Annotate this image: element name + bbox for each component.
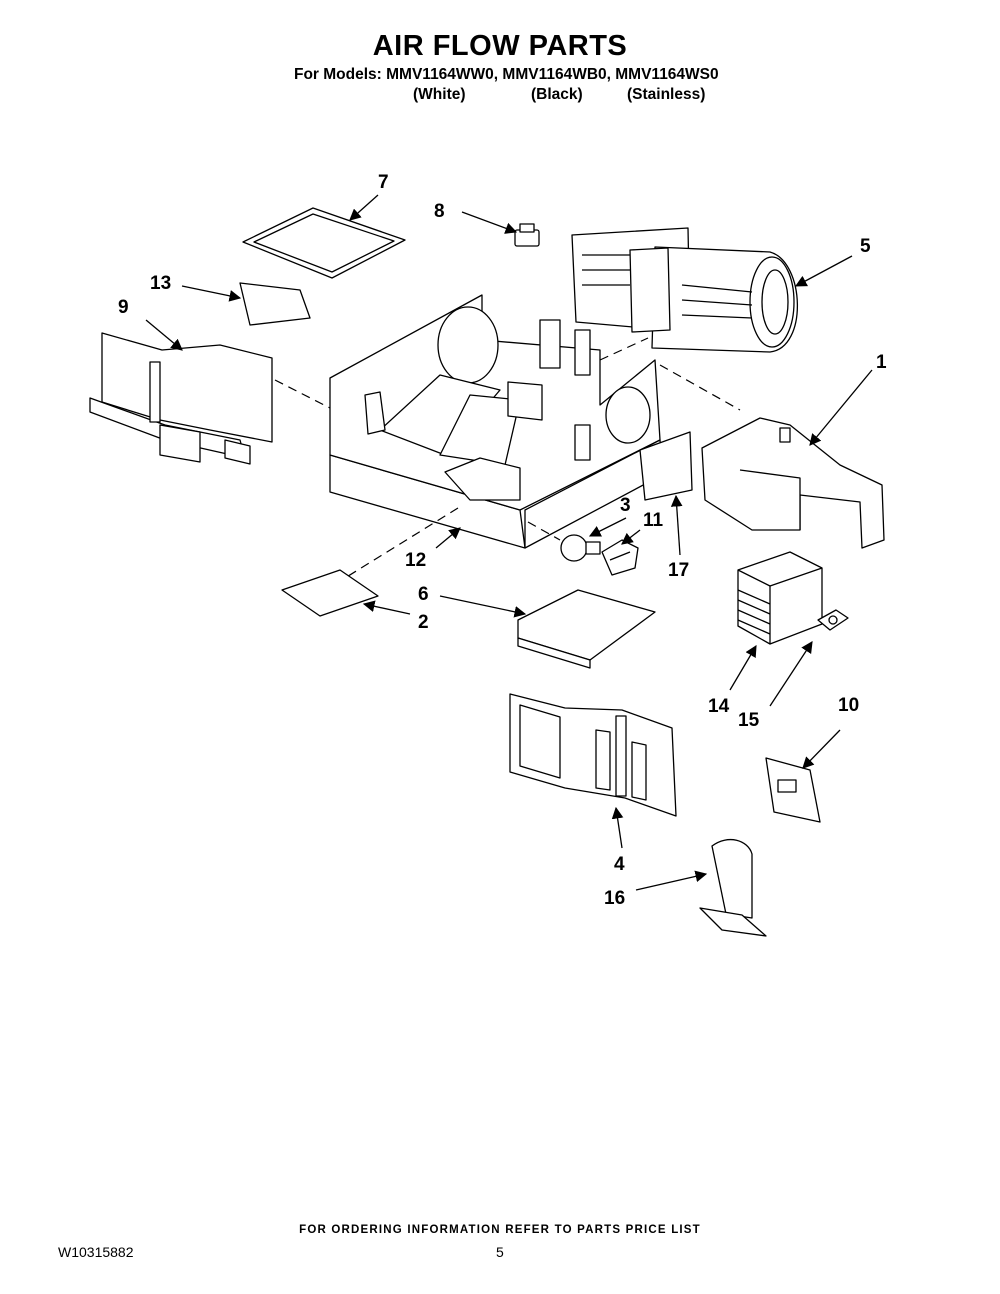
callout-13: 13 [150, 273, 171, 294]
part-6-panel [517, 589, 656, 669]
document-number: W10315882 [58, 1244, 134, 1260]
part-15-thermostat [817, 609, 849, 631]
callout-6: 6 [418, 584, 429, 605]
callout-8: 8 [434, 201, 445, 222]
part-13-label [239, 282, 311, 326]
callout-labels: 7 8 5 13 9 1 3 11 12 17 6 2 14 15 10 4 1… [118, 172, 887, 909]
callout-2: 2 [418, 612, 429, 633]
part-5-blower [571, 227, 798, 353]
callout-16: 16 [604, 888, 625, 909]
part-10-label [765, 757, 821, 823]
models-line: For Models: MMV1164WW0, MMV1164WB0, MMV1… [294, 66, 719, 83]
callout-17: 17 [668, 560, 689, 581]
part-17-plate [639, 431, 693, 501]
variant-stainless: (Stainless) [627, 86, 706, 103]
part-11-socket [601, 539, 639, 576]
callout-5: 5 [860, 236, 871, 257]
callout-9: 9 [118, 297, 129, 318]
ordering-note: FOR ORDERING INFORMATION REFER TO PARTS … [299, 1224, 701, 1236]
part-3-lamp [560, 534, 601, 562]
page-title: AIR FLOW PARTS [372, 30, 628, 62]
part-8-connector [514, 223, 540, 247]
part-2-cover [281, 569, 379, 617]
callout-1: 1 [876, 352, 887, 373]
callout-12: 12 [405, 550, 426, 571]
part-4-vent [509, 693, 677, 817]
part-1-exhaust-duct [701, 417, 885, 549]
variant-white: (White) [413, 86, 466, 103]
callout-14: 14 [708, 696, 730, 717]
part-9-duct [89, 332, 273, 465]
callout-4: 4 [614, 854, 625, 875]
exploded-parts-diagram: 7 8 5 13 9 1 3 11 12 17 6 2 14 15 10 4 1… [89, 172, 887, 937]
callout-leaders [145, 194, 873, 891]
callout-7: 7 [378, 172, 389, 193]
callout-15: 15 [738, 710, 760, 731]
part-7-filter [242, 207, 406, 279]
part-12-base [329, 294, 663, 549]
callout-3: 3 [620, 495, 631, 516]
callout-10: 10 [838, 695, 859, 716]
variant-black: (Black) [531, 86, 583, 103]
callout-11: 11 [643, 510, 664, 531]
part-14-transformer [737, 551, 823, 645]
page-number: 5 [496, 1244, 504, 1260]
part-16-deflector [699, 838, 767, 937]
alignment-lines [274, 337, 741, 579]
